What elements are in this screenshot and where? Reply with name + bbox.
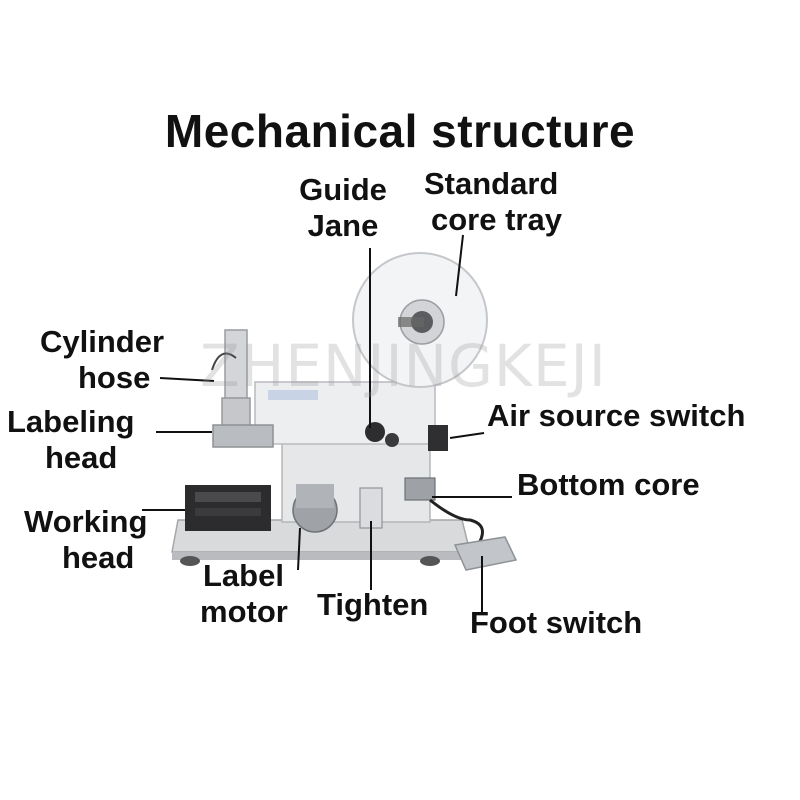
label-label-motor: Label motor (200, 558, 288, 629)
label-foot-switch: Foot switch (470, 605, 643, 640)
diagram-title: Mechanical structure (164, 105, 636, 157)
bottom-core-shaft (404, 477, 436, 501)
labeling-head (212, 424, 274, 448)
foot-left (180, 556, 200, 566)
label-guide-jane: Guide Jane (299, 172, 387, 243)
guide-roller (365, 422, 385, 442)
base-plate-edge (172, 552, 470, 560)
label-labeling-head: Labeling head (7, 404, 135, 475)
label-tighten: Tighten (317, 587, 429, 622)
leader-cylinder-hose (159, 377, 215, 382)
label-working-head: Working head (24, 504, 148, 575)
label-standard-core-tray: Standard core tray (424, 166, 562, 237)
foot-right (420, 556, 440, 566)
leader-label-motor (297, 527, 301, 571)
nameplate (268, 390, 318, 400)
leader-air-switch (449, 432, 485, 439)
air-switch-knob (428, 425, 448, 451)
watermark: ZHENJINGKEJI (200, 332, 607, 400)
label-air-source-switch: Air source switch (487, 398, 746, 433)
label-bottom-core: Bottom core (517, 467, 700, 502)
leader-core-tray (455, 234, 464, 297)
label-cylinder-hose: Cylinder hose (40, 324, 165, 395)
foot-switch-cable (429, 498, 484, 546)
foot-switch-pedal (453, 536, 518, 571)
cylinder-hose-line (211, 352, 237, 371)
